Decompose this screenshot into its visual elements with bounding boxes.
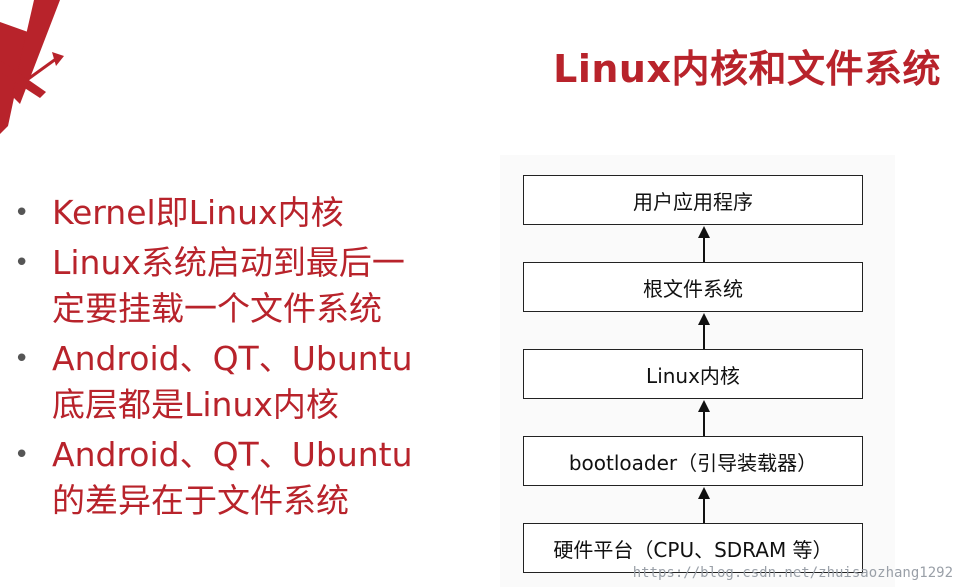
bullet-item: • Android、QT、Ubuntu 底层都是Linux内核 xyxy=(8,336,478,428)
layer-box-kernel: Linux内核 xyxy=(523,349,863,399)
bullet-dot-icon: • xyxy=(14,344,30,374)
bullet-item: • Kernel即Linux内核 xyxy=(8,190,478,236)
bullet-text: Android、QT、Ubuntu xyxy=(52,435,413,474)
bullet-text: Kernel即Linux内核 xyxy=(52,193,344,232)
layer-box-bootloader: bootloader（引导装载器） xyxy=(523,436,863,486)
bullet-text: 的差异在于文件系统 xyxy=(52,481,349,520)
layer-box-user-apps: 用户应用程序 xyxy=(523,175,863,225)
logo-icon xyxy=(0,0,64,134)
layer-box-root-fs: 根文件系统 xyxy=(523,262,863,312)
arrow-up-icon xyxy=(698,313,710,349)
bullet-dot-icon: • xyxy=(14,440,30,470)
layer-diagram: 用户应用程序 根文件系统 Linux内核 bootloader（引导装载器） 硬… xyxy=(500,155,895,587)
arrow-up-icon xyxy=(698,400,710,436)
page-title: Linux内核和文件系统 xyxy=(553,47,941,91)
bullet-text: Linux系统启动到最后一 xyxy=(52,243,405,282)
bullet-dot-icon: • xyxy=(14,248,30,278)
bullet-text: 定要挂载一个文件系统 xyxy=(52,289,382,328)
watermark-text: https://blog.csdn.net/zhuisaozhang1292 xyxy=(632,565,953,581)
bullet-dot-icon: • xyxy=(14,198,30,228)
bullet-list: • Kernel即Linux内核 • Linux系统启动到最后一 定要挂载一个文… xyxy=(8,190,478,528)
arrow-up-icon xyxy=(698,487,710,523)
bullet-item: • Linux系统启动到最后一 定要挂载一个文件系统 xyxy=(8,240,478,332)
layer-box-hardware: 硬件平台（CPU、SDRAM 等） xyxy=(523,523,863,573)
bullet-item: • Android、QT、Ubuntu 的差异在于文件系统 xyxy=(8,432,478,524)
bullet-text: 底层都是Linux内核 xyxy=(52,385,339,424)
bullet-text: Android、QT、Ubuntu xyxy=(52,339,413,378)
arrow-up-icon xyxy=(698,226,710,262)
